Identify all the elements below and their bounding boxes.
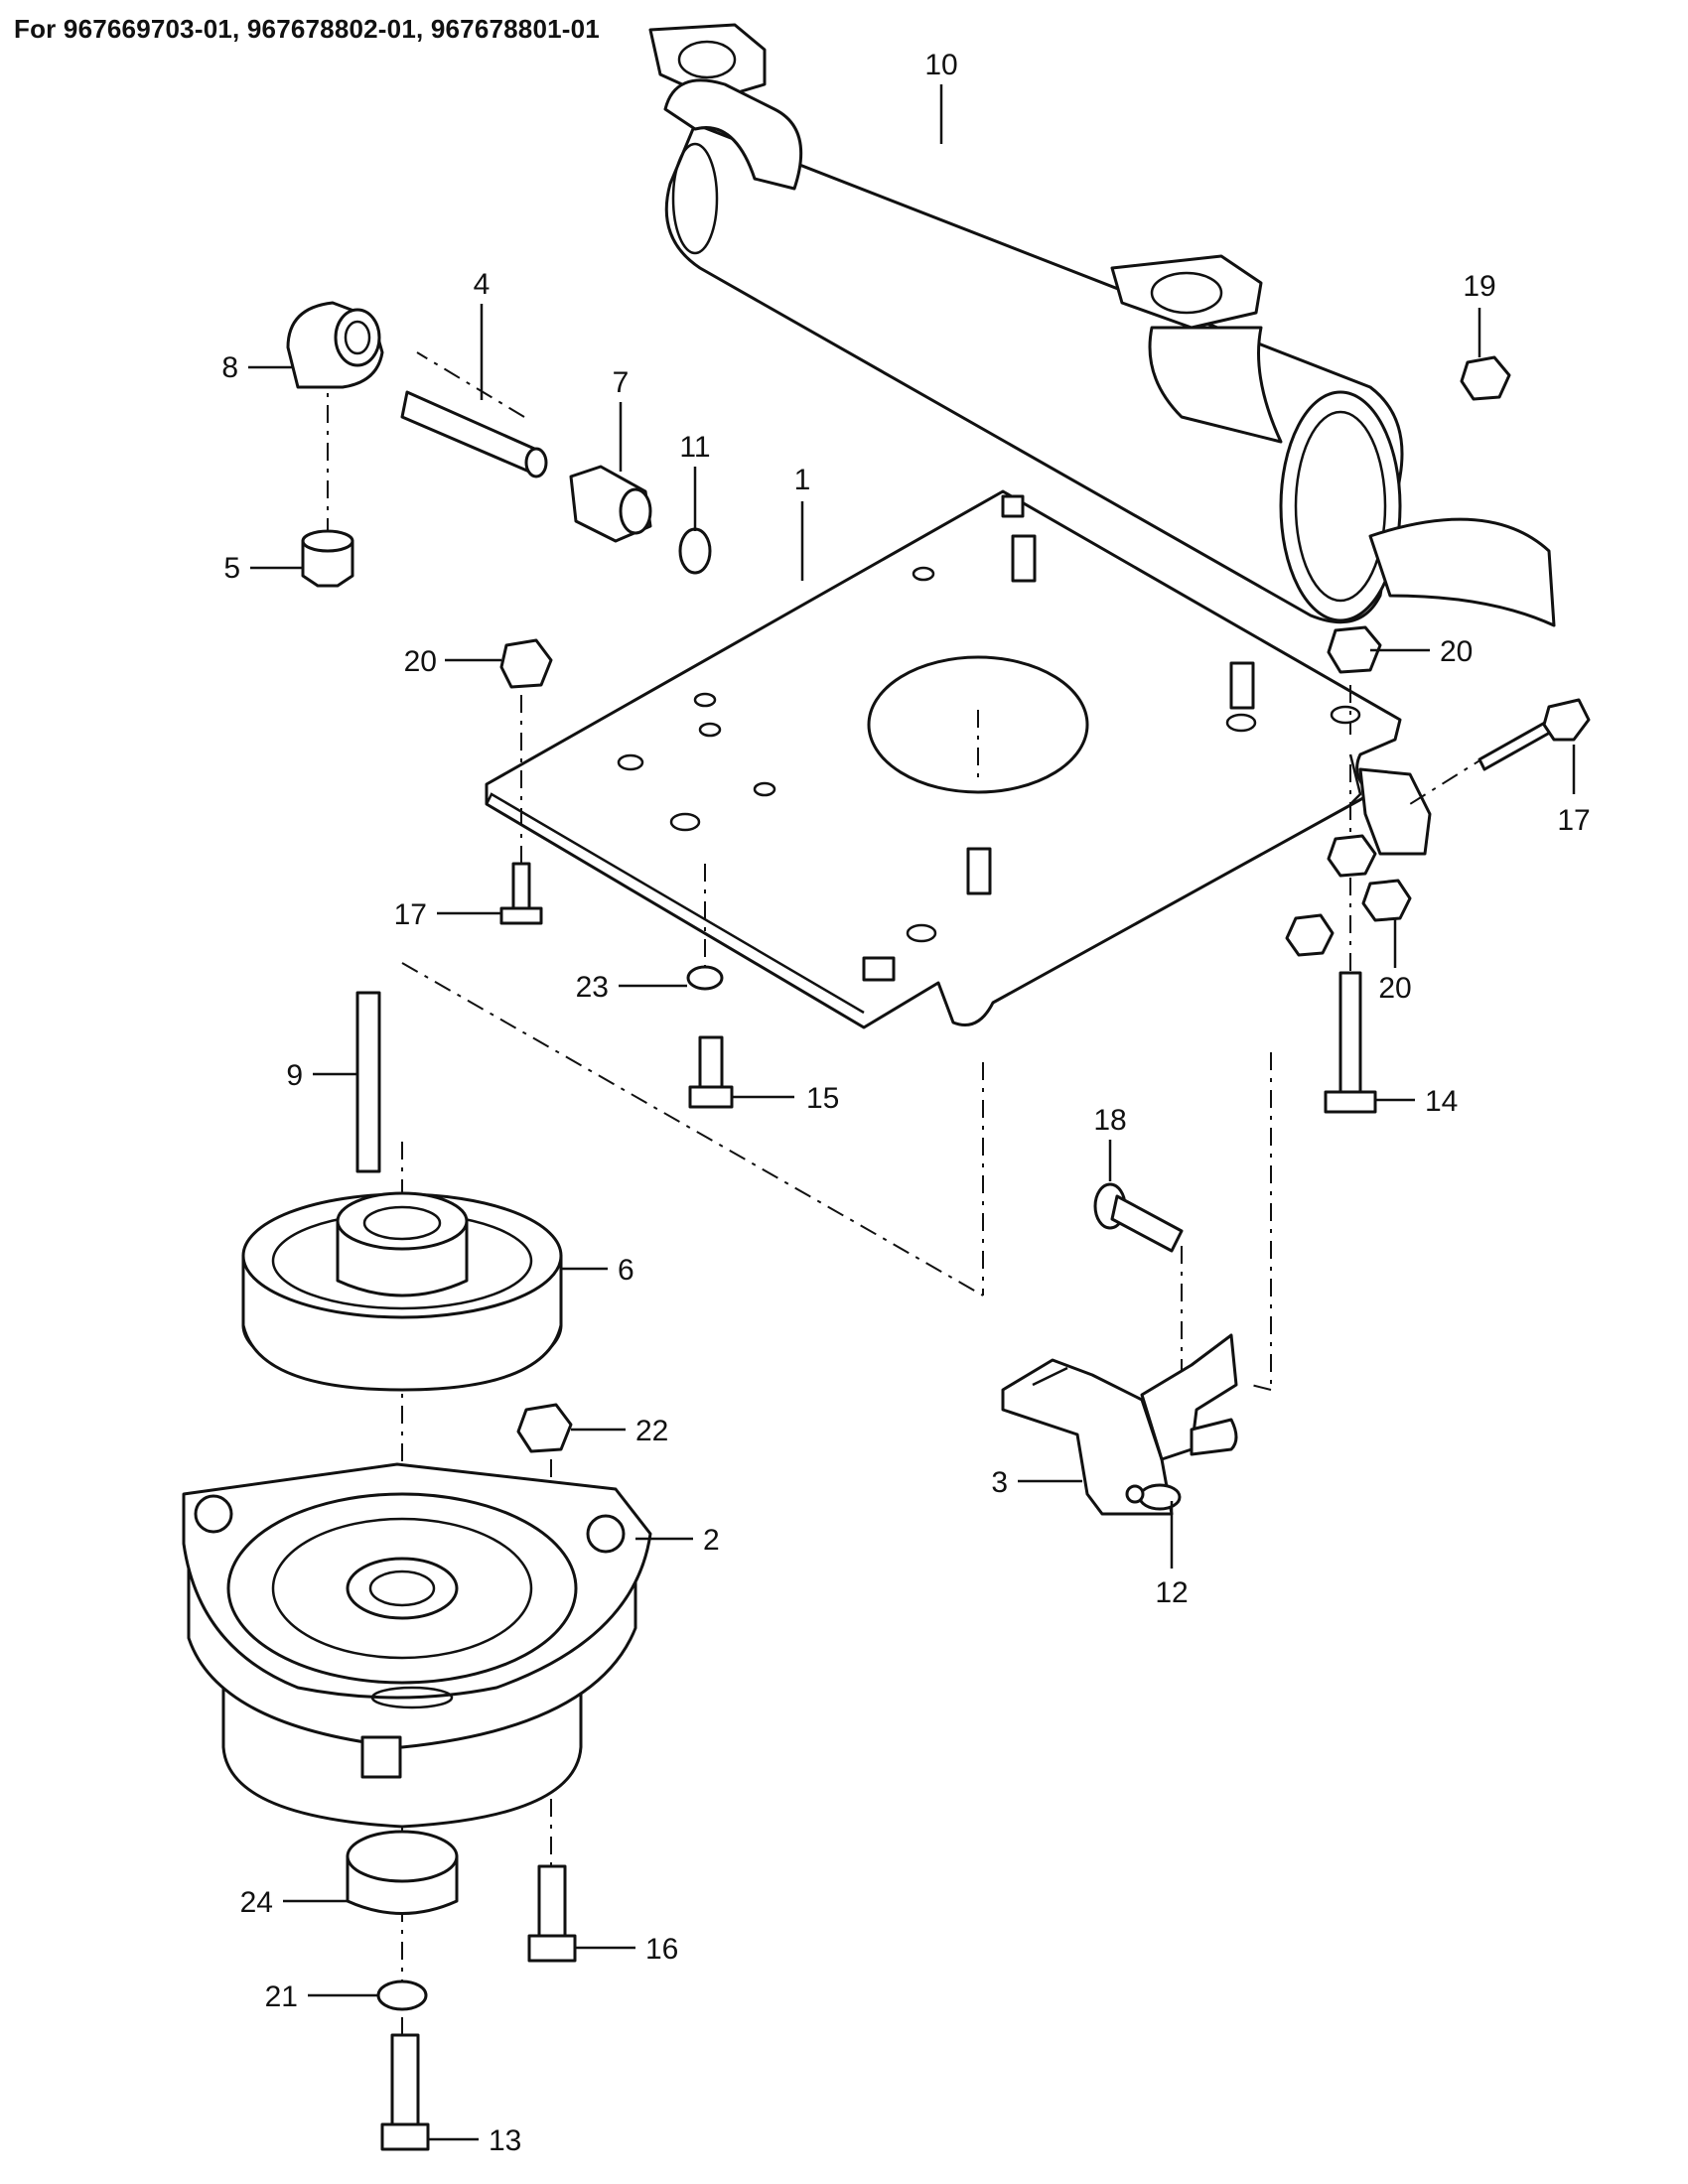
pulley-part	[241, 1191, 563, 1392]
callout-6: 6	[618, 1254, 634, 1287]
callout-8: 8	[221, 351, 238, 384]
elbow-fitting-part	[286, 301, 384, 389]
callout-labels: 10 1 4 7 11 8 5 19 20 20 17 17 23 15 14 …	[221, 49, 1590, 2157]
leader-lines	[248, 84, 1576, 2141]
bolt-16-part	[527, 1864, 577, 1963]
bolt-17-upper-part	[1477, 698, 1591, 771]
flange-nut-right-part	[1327, 625, 1382, 674]
callout-12: 12	[1155, 1576, 1188, 1609]
callout-17-upper: 17	[1557, 804, 1590, 837]
callout-20-right: 20	[1440, 635, 1473, 668]
callout-21: 22	[635, 1415, 668, 1447]
callout-7: 7	[613, 366, 630, 399]
cable-clip-part	[1125, 1483, 1182, 1511]
callout-10: 10	[924, 49, 957, 81]
callout-18: 18	[1093, 1104, 1126, 1137]
o-ring-part	[678, 527, 712, 575]
callout-13: 13	[489, 2124, 521, 2157]
callout-14: 14	[1425, 1085, 1458, 1118]
page-title: For 967669703-01, 967678802-01, 96767880…	[14, 14, 600, 44]
flange-nut-clutch-part	[516, 1403, 573, 1453]
callout-4: 4	[474, 268, 491, 301]
callout-24: 24	[240, 1886, 273, 1919]
bolt-15-part	[688, 1035, 734, 1109]
callout-15: 15	[806, 1082, 839, 1115]
mounting-plate-part	[485, 489, 1432, 1029]
bolt-17-lower-part	[499, 862, 543, 925]
callout-22: 23	[576, 971, 609, 1004]
hex-nut-part	[1460, 355, 1511, 401]
callout-1: 1	[794, 464, 811, 496]
washer-23-part	[376, 1979, 428, 2011]
callout-11: 11	[679, 431, 710, 464]
flange-nut-side-a-part	[1327, 834, 1377, 878]
clutch-part	[182, 1462, 652, 1829]
muffler-part	[648, 23, 1556, 627]
callout-23: 21	[265, 1980, 298, 2013]
callout-2: 2	[703, 1524, 720, 1557]
callout-17-lower: 17	[394, 898, 427, 931]
washer-24-part	[346, 1830, 459, 1915]
callout-19: 19	[1463, 270, 1495, 303]
callout-5: 5	[223, 552, 240, 585]
adapter-fitting-part	[569, 465, 652, 543]
callout-20-side: 20	[1378, 972, 1411, 1005]
flange-nut-left-part	[499, 638, 553, 689]
callout-3: 3	[991, 1466, 1008, 1499]
bolt-13-part	[380, 2033, 430, 2151]
pipe-nipple-part	[400, 390, 548, 478]
flange-nut-side-c-part	[1285, 913, 1335, 957]
bolt-14-part	[1324, 971, 1377, 1114]
pipe-plug-part	[301, 529, 354, 588]
key-part	[355, 991, 381, 1173]
callout-20-left: 20	[404, 645, 437, 678]
washer-22-part	[686, 965, 724, 991]
callout-16: 16	[645, 1933, 678, 1966]
flange-nut-side-b-part	[1361, 879, 1412, 922]
callout-9: 9	[286, 1059, 303, 1092]
carriage-bolt-18-part	[1093, 1182, 1184, 1253]
bracket-part	[1001, 1333, 1238, 1516]
